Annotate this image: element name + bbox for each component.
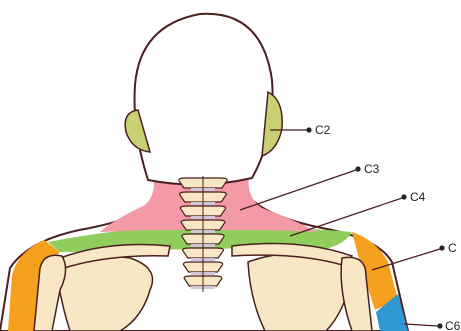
label-c5: C — [448, 241, 457, 255]
c3-leader-line — [240, 170, 356, 210]
c2-dot — [306, 127, 311, 132]
label-c6: C6 — [445, 319, 461, 331]
c6-leader-line — [404, 324, 438, 326]
head-outline — [135, 14, 273, 185]
scapula-right — [248, 253, 350, 331]
label-c3: C3 — [364, 162, 380, 176]
label-c2: C2 — [315, 123, 331, 137]
c5-dot — [439, 245, 444, 250]
label-c4: C4 — [410, 190, 426, 204]
c3-dot — [355, 166, 360, 171]
c6-dot — [437, 323, 442, 328]
c4-leader-line — [290, 198, 402, 236]
c4-dot — [401, 194, 406, 199]
